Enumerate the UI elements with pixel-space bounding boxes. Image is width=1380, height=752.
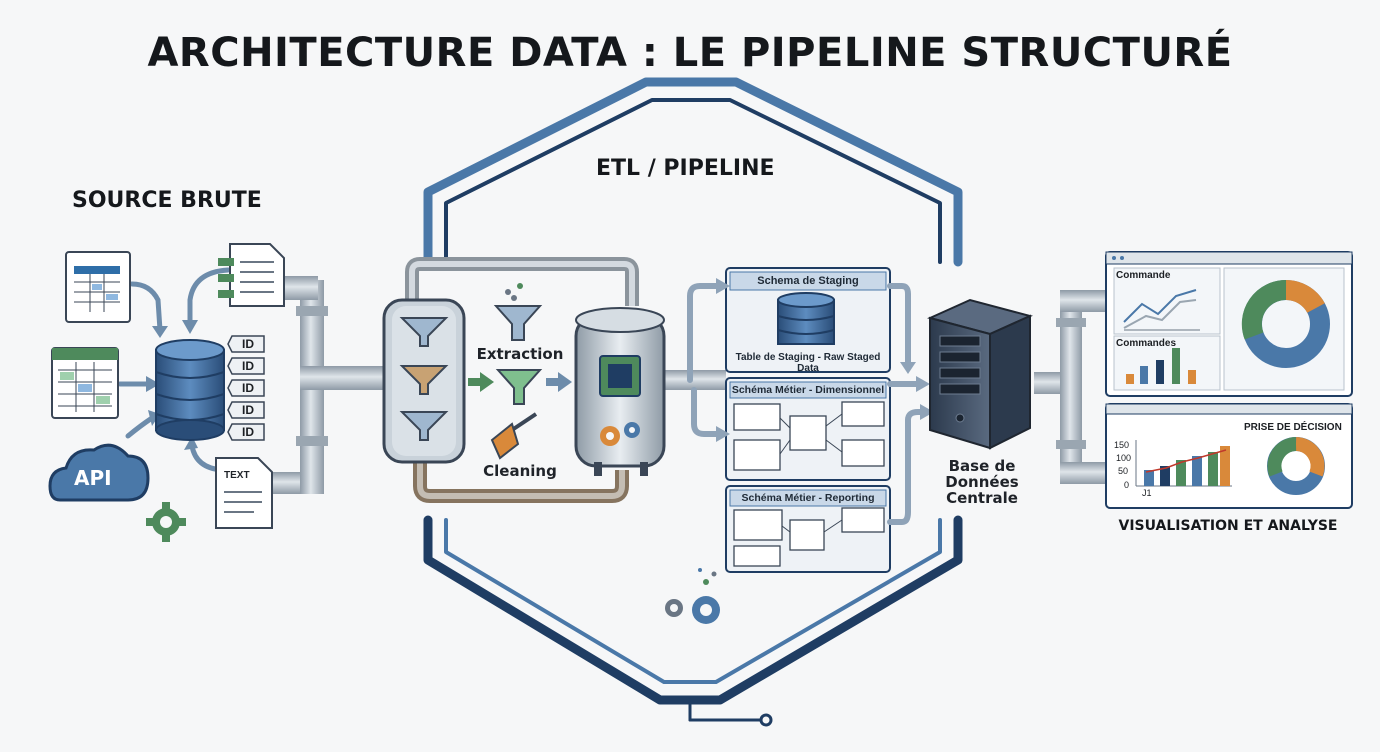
- schema-arrows: [687, 283, 927, 525]
- flow-arrows-etl: [468, 372, 572, 392]
- id-tag-3: ID: [242, 381, 254, 395]
- pipeline-heading: ETL / PIPELINE: [596, 156, 775, 181]
- id-tag-shapes: [227, 335, 265, 441]
- schema-arrowheads: [716, 278, 934, 442]
- hexagon-frame: [423, 77, 963, 727]
- reporting-panel-shape: [725, 485, 891, 573]
- staging-caption: Table de Staging - Raw Staged Data: [735, 352, 881, 374]
- cleaning-label: Cleaning: [483, 462, 557, 480]
- commandes-label: Commandes: [1116, 338, 1177, 349]
- broom-icon: [490, 412, 538, 460]
- source-database-icon: [155, 339, 225, 441]
- server-icon: [927, 298, 1033, 450]
- id-tag-1: ID: [242, 337, 254, 351]
- id-tag-4: ID: [242, 403, 254, 417]
- dashboard-caption: VISUALISATION ET ANALYSE: [1118, 518, 1338, 534]
- spreadsheet-icon-green: [51, 347, 119, 419]
- staging-panel-shape: [725, 267, 891, 373]
- spreadsheet-icon-top: [65, 251, 131, 323]
- extraction-label: Extraction: [476, 345, 564, 363]
- axis-tick-150: 150: [1114, 440, 1130, 450]
- id-tag-5: ID: [242, 425, 254, 439]
- document-icon-top-right: [218, 243, 285, 307]
- dimensional-title: Schéma Métier - Dimensionnel: [731, 384, 885, 396]
- commande-label: Commande: [1116, 270, 1171, 281]
- id-tag-2: ID: [242, 359, 254, 373]
- text-doc-label: TEXT: [224, 470, 250, 481]
- decision-label: PRISE DE DÉCISION: [1244, 422, 1342, 433]
- text-document-icon: [215, 457, 273, 529]
- filter-cylinder: [382, 298, 466, 464]
- reporting-title: Schéma Métier - Reporting: [741, 492, 875, 504]
- database-label: Base de Données Centrale: [926, 458, 1038, 506]
- page-title: ARCHITECTURE DATA : LE PIPELINE STRUCTUR…: [147, 30, 1233, 76]
- gear-icon-tank: [600, 422, 640, 446]
- axis-x-label: J1: [1142, 488, 1152, 498]
- database-label-line2: Données: [945, 473, 1019, 491]
- api-label: API: [74, 466, 112, 490]
- database-label-line1: Base de: [948, 457, 1016, 475]
- processing-tank: [574, 307, 666, 476]
- axis-tick-100: 100: [1116, 453, 1132, 463]
- source-heading: SOURCE BRUTE: [72, 188, 262, 213]
- axis-tick-50: 50: [1118, 466, 1129, 476]
- staging-title: Schema de Staging: [757, 275, 859, 287]
- donut-chart-top: [1241, 279, 1330, 368]
- dimensional-panel-shape: [725, 377, 891, 481]
- gear-icon-source: [146, 502, 186, 542]
- extraction-funnel-icon: [493, 283, 543, 341]
- database-label-line3: Centrale: [946, 489, 1018, 507]
- donut-chart-bottom: [1267, 437, 1325, 495]
- cleaning-funnel-icon: [495, 369, 543, 405]
- gear-icon-bottom: [665, 568, 720, 624]
- api-cloud-icon: [48, 443, 150, 502]
- axis-tick-0: 0: [1124, 480, 1130, 490]
